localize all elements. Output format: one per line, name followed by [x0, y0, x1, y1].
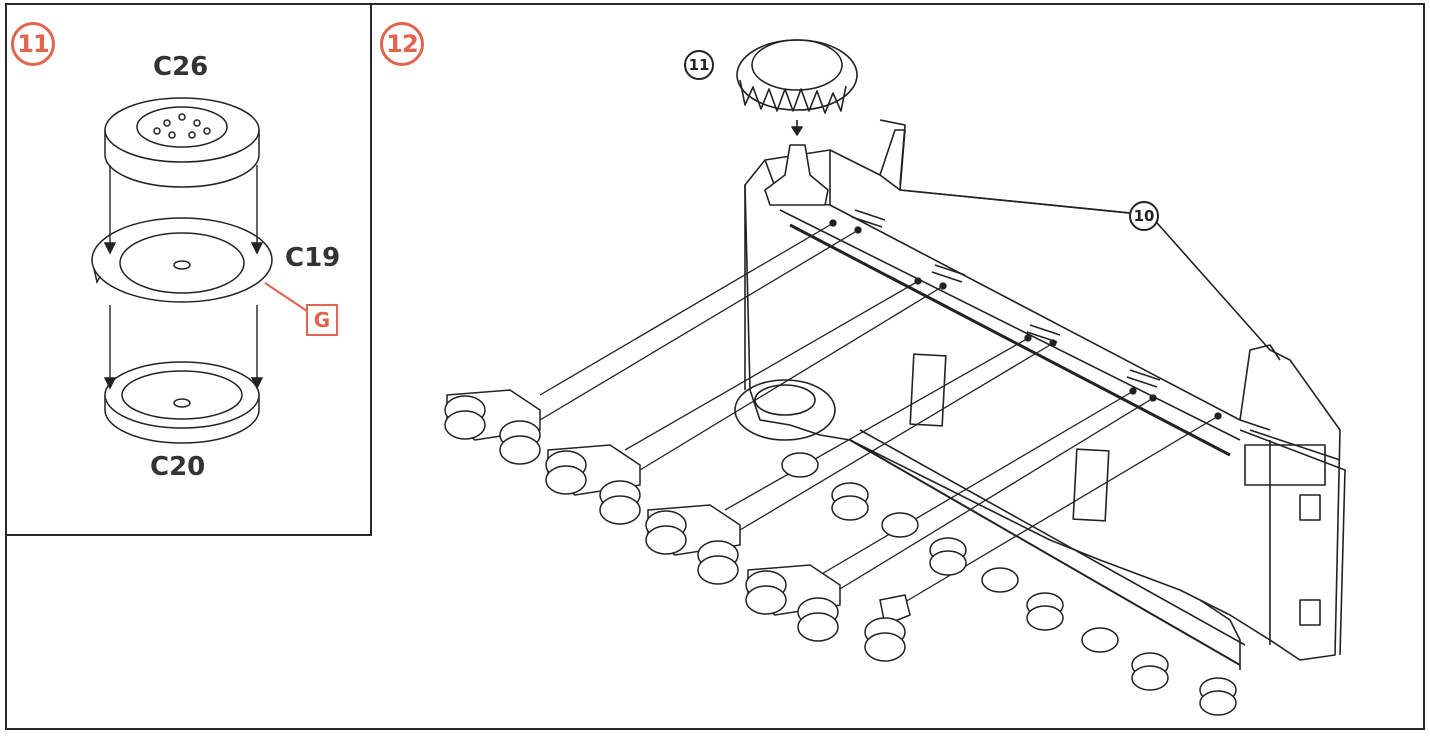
skate-1 — [444, 389, 541, 465]
skate-3 — [645, 504, 741, 585]
skate-single — [864, 594, 911, 662]
skate-4 — [745, 564, 841, 642]
marker-g-box: G — [306, 304, 338, 336]
gear-exploded-view — [91, 97, 311, 444]
callout-gear-11: 11 — [684, 50, 714, 80]
step-12-badge: 12 — [380, 22, 424, 66]
skate-2 — [545, 444, 641, 525]
part-label-c20: C20 — [150, 452, 206, 482]
part-label-c19: C19 — [285, 243, 341, 273]
step-11-panel — [5, 3, 372, 536]
callout-frame-10: 10 — [1129, 201, 1159, 231]
step-11-badge: 11 — [11, 22, 55, 66]
part-label-c26: C26 — [153, 52, 209, 82]
